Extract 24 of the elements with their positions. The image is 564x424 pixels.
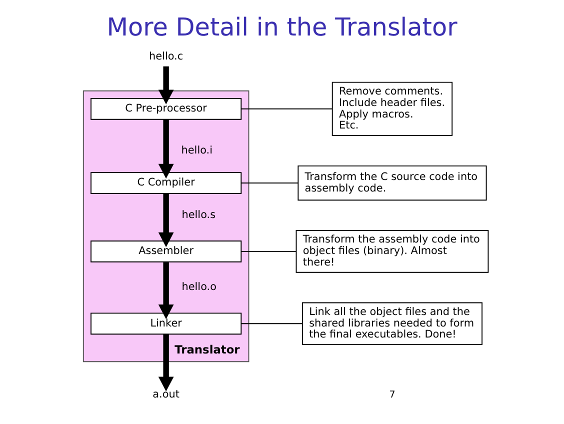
connector (240, 182, 299, 184)
node-box: Assembler (90, 240, 242, 262)
label: 7 (389, 389, 396, 400)
edge-label: hello.i (181, 144, 213, 156)
node-box: Linker (90, 312, 242, 335)
edge-label: hello.s (182, 208, 216, 221)
node-box: C Pre-processor (90, 98, 242, 120)
node-box: C Compiler (90, 172, 242, 194)
diagram-title: More Detail in the Translator (106, 12, 458, 42)
connector (240, 250, 297, 252)
node-box: Link all the object files and the shared libraries needed to form the final executables. Done! (302, 302, 482, 346)
node-box: Remove comments. Include header files. Apply macros. Etc. (332, 82, 453, 136)
node-text: a.out (152, 388, 180, 401)
arrow (158, 66, 174, 104)
arrow (158, 334, 174, 392)
edge-label: hello.o (182, 281, 216, 294)
node-box: Transform the assembly code into object files (binary). Almost there! (296, 230, 489, 273)
arrow (158, 262, 174, 320)
node-box: Transform the C source code into assembly code. (298, 165, 487, 201)
connector (240, 323, 303, 324)
arrow (158, 194, 174, 248)
node-text: hello.c (149, 50, 184, 62)
connector (240, 108, 333, 110)
arrow (158, 120, 174, 179)
